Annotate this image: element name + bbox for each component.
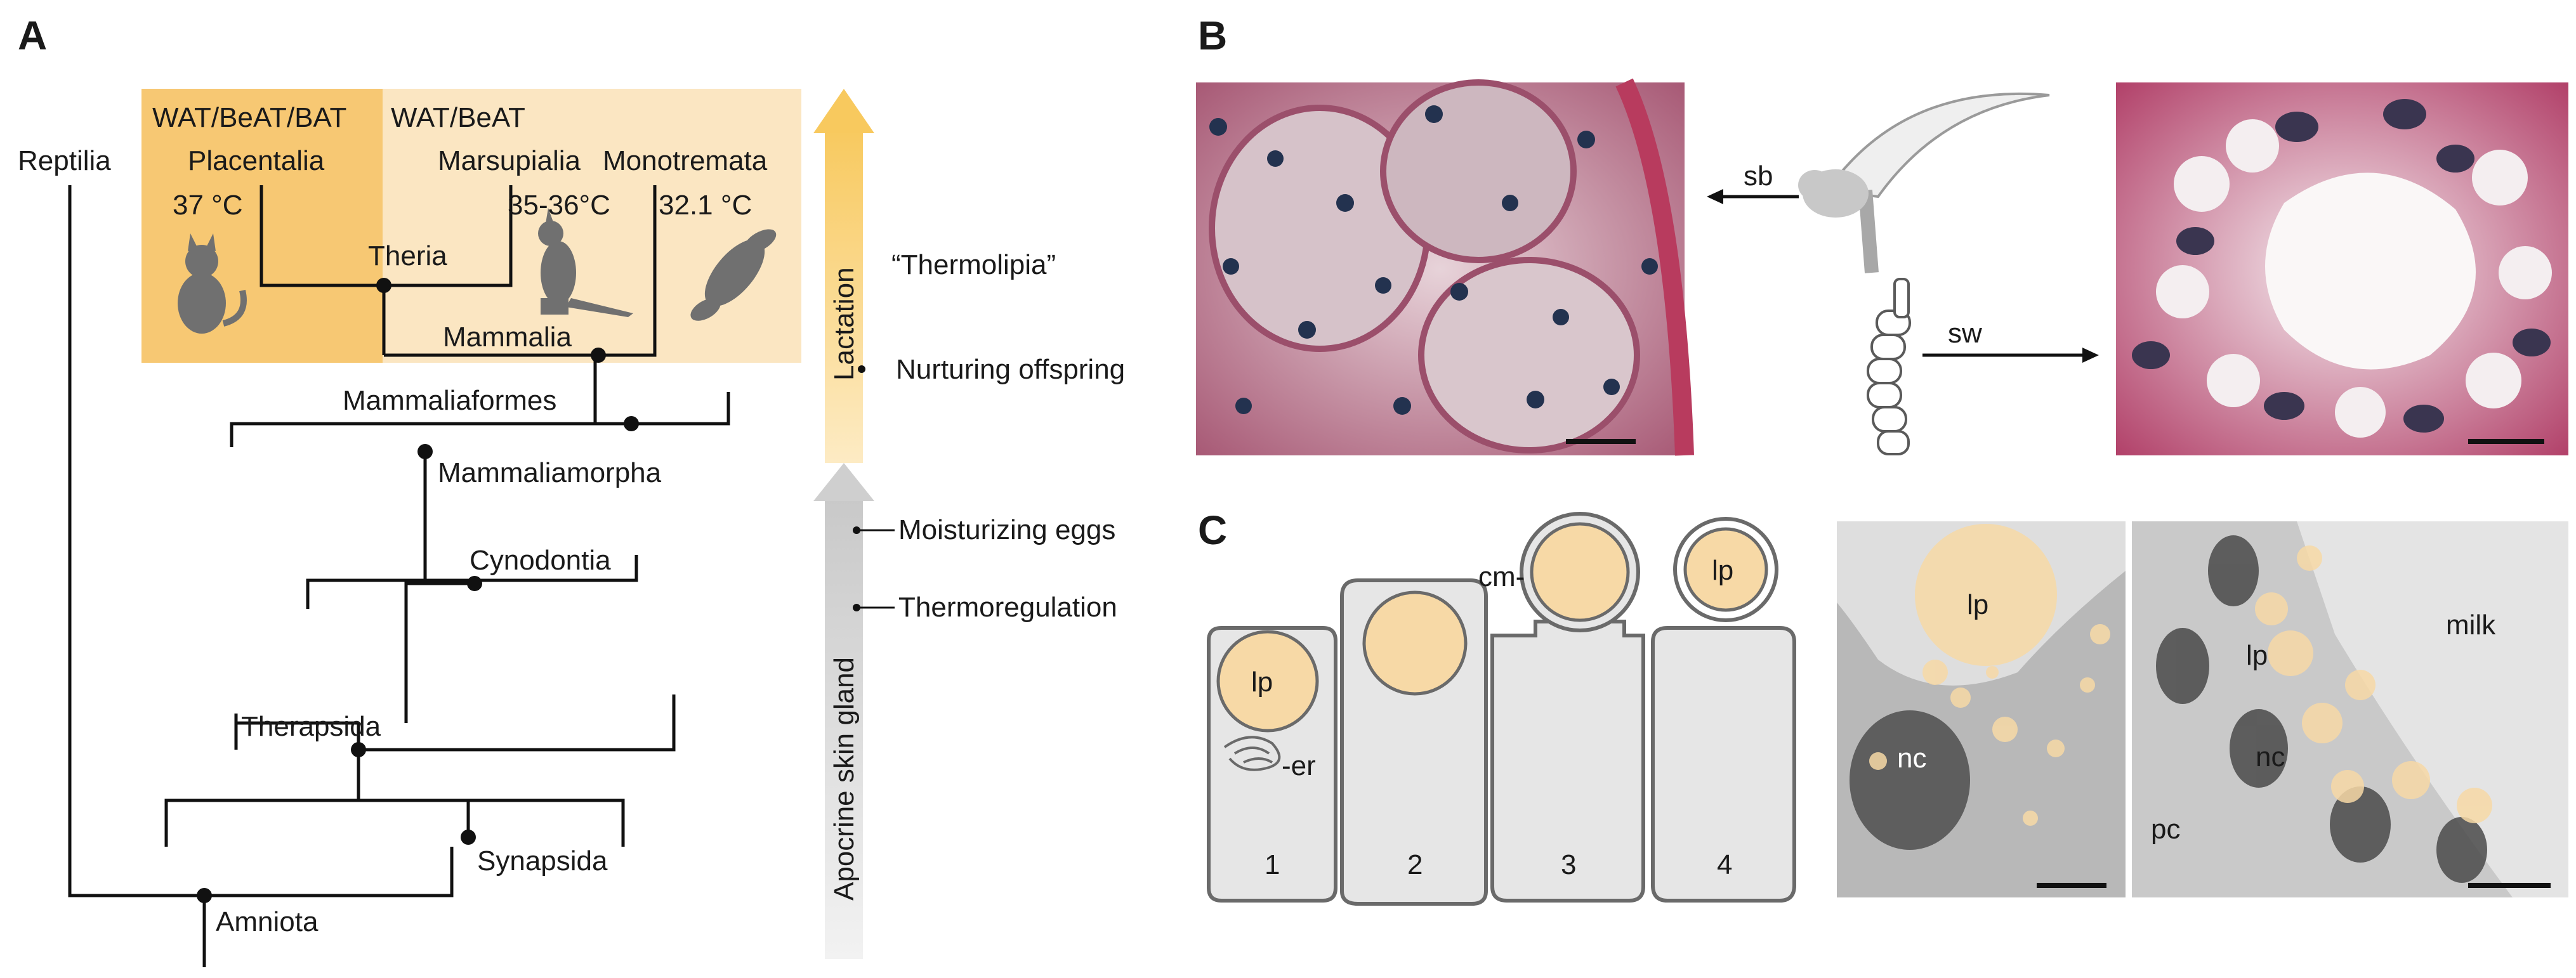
mammaliaformes-label: Mammaliaformes <box>343 385 556 416</box>
node-cynodontia <box>467 576 482 591</box>
amniota-label: Amniota <box>216 906 319 937</box>
sweat-label: sw <box>1948 318 1982 349</box>
endoplasmic-reticulum <box>1223 736 1281 771</box>
electron-micrograph-1 <box>1837 521 2126 897</box>
tree-nodes <box>197 278 639 903</box>
placentalia-adipose-label: WAT/BeAT/BAT <box>152 102 346 133</box>
er-label: -er <box>1282 750 1316 781</box>
placentalia-temp: 37 °C <box>173 190 243 221</box>
node-mammaliaformes <box>624 416 639 431</box>
function-label-3: Thermoregulation <box>898 592 1117 623</box>
apocrine-label: Apocrine skin gland <box>829 657 860 901</box>
sebaceous-label: sb <box>1744 160 1773 192</box>
placentalia-label: Placentalia <box>188 145 325 176</box>
node-therapsida <box>351 742 366 757</box>
membrane-label: cm- <box>1478 561 1525 592</box>
em2-milk-label: milk <box>2446 610 2496 641</box>
function-label-2: Moisturizing eggs <box>898 514 1115 545</box>
cell-number-3: 3 <box>1561 849 1576 880</box>
function-marker-3 <box>853 604 860 611</box>
monotremata-label: Monotremata <box>603 145 768 176</box>
cell-number-4: 4 <box>1717 849 1732 880</box>
em1-lipid-label: lp <box>1967 589 1988 620</box>
node-synapsida <box>461 830 476 845</box>
electron-micrograph-2 <box>2132 521 2568 897</box>
function-label-1: Nurturing offspring <box>896 354 1125 385</box>
cell-number-1: 1 <box>1265 849 1280 880</box>
em2-pc-label: pc <box>2151 814 2180 845</box>
platypus-icon <box>690 229 777 321</box>
function-marker-2 <box>853 526 860 534</box>
em1-nucleus-label: nc <box>1897 743 1926 774</box>
mammals-box <box>383 89 801 363</box>
reptilia-label: Reptilia <box>18 145 111 176</box>
em2-lipid-label: lp <box>2246 640 2268 671</box>
node-mammalia <box>591 348 606 363</box>
panel-c-label: C <box>1198 507 1227 553</box>
node-theria <box>376 278 391 293</box>
timeline-arrow <box>813 89 874 959</box>
kangaroo-icon <box>538 208 633 317</box>
therapsida-label: Therapsida <box>241 711 381 742</box>
hair-follicle-schematic <box>1707 92 2099 455</box>
thermolipia-label: “Thermolipia” <box>891 249 1056 280</box>
theria-label: Theria <box>368 240 447 271</box>
lipid-droplets <box>1216 522 1768 733</box>
lipid-label-cell4: lp <box>1712 555 1733 586</box>
sweat-gland-micrograph <box>2116 82 2568 455</box>
lactation-label: Lactation <box>829 267 860 381</box>
panel-b-label: B <box>1198 13 1227 58</box>
cynodontia-label: Cynodontia <box>470 545 611 576</box>
function-marker-1 <box>858 365 865 373</box>
phylogenetic-tree <box>68 185 730 967</box>
monotremata-temp: 32.1 °C <box>659 190 752 221</box>
marsupialia-adipose-label: WAT/BeAT <box>391 102 525 133</box>
lipid-label-cell1: lp <box>1251 667 1273 698</box>
node-mammaliamorpha <box>417 444 433 459</box>
mammalia-label: Mammalia <box>443 322 572 353</box>
sebaceous-gland-micrograph <box>1196 78 1694 456</box>
mammaliamorpha-label: Mammaliamorpha <box>438 457 662 488</box>
panel-a-label: A <box>18 13 47 58</box>
cell-number-2: 2 <box>1407 849 1423 880</box>
synapsida-label: Synapsida <box>477 845 608 877</box>
cat-icon <box>178 233 247 334</box>
marsupialia-label: Marsupialia <box>438 145 581 176</box>
marsupialia-temp: 35-36°C <box>508 190 610 221</box>
node-amniota <box>197 888 212 903</box>
em2-nucleus-label: nc <box>2256 741 2285 773</box>
